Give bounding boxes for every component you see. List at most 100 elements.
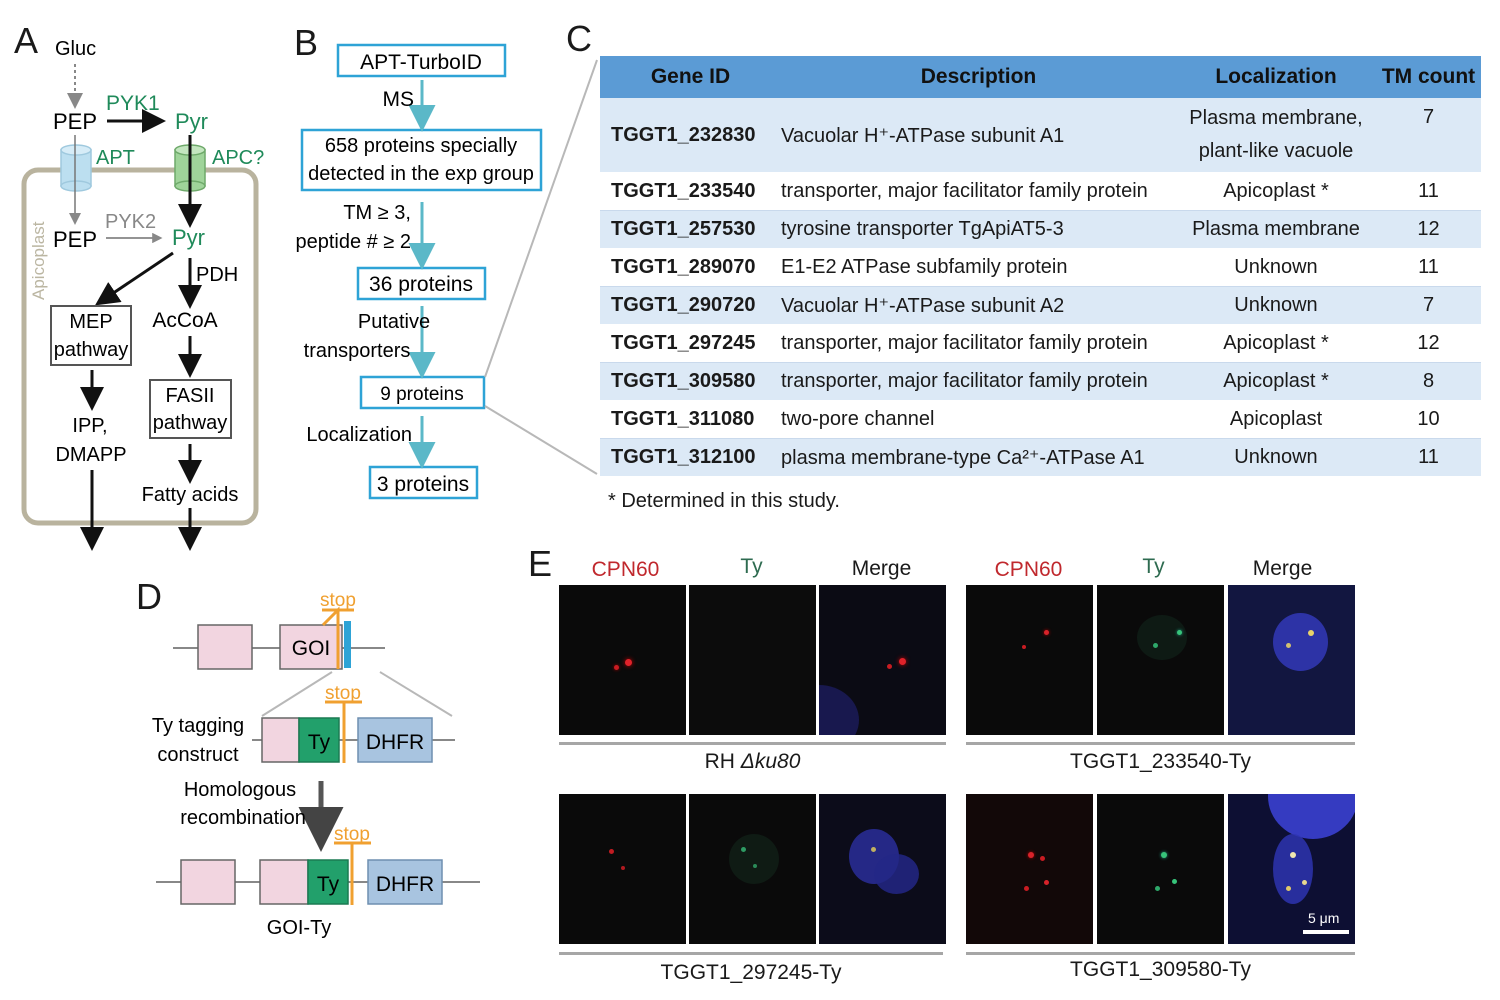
micrograph-309580-merge: 5 μm	[1228, 794, 1355, 944]
dhfr-label-2: DHFR	[376, 873, 434, 896]
scale-bar	[1303, 930, 1349, 934]
fasii-pathway-label: pathway	[153, 412, 228, 434]
panel-a-pathway-diagram: Gluc PEP PYK1 Pyr APT APC? Apicoplast PE…	[21, 38, 264, 551]
stop-codon-mark-1	[321, 606, 340, 627]
dhfr-box-2	[367, 859, 443, 905]
cell-localization: Plasma membrane	[1176, 210, 1376, 249]
panel-label-c: C	[566, 18, 592, 59]
micrograph-233540-merge	[1228, 585, 1355, 735]
micrograph-297245-ty	[689, 794, 816, 944]
header-description: Description	[781, 56, 1176, 98]
cell-gene-id: TGGT1_233540	[600, 172, 781, 211]
ty-label-1: Ty	[308, 731, 331, 754]
pep-cytosol-label: PEP	[53, 109, 97, 134]
channel-header-merge-1: Merge	[851, 557, 912, 580]
caption-line-4	[966, 952, 1355, 955]
table-header-row: Gene ID Description Localization TM coun…	[600, 56, 1481, 98]
apicoplast-membrane	[21, 167, 259, 526]
transporter-table: Gene ID Description Localization TM coun…	[600, 56, 1481, 477]
gluc-label: Gluc	[55, 38, 96, 60]
micrograph-233540-cpn60	[966, 585, 1093, 735]
micrograph-297245-merge	[819, 794, 946, 944]
cell-description: E1-E2 ATPase subfamily protein	[781, 248, 1176, 287]
recombination-label: recombination	[180, 807, 306, 829]
cell-localization: Unknown	[1176, 438, 1376, 477]
cell-tm-count: 8	[1376, 362, 1481, 401]
caption-line-3	[559, 952, 943, 955]
header-tm-count: TM count	[1376, 56, 1481, 98]
channel-header-ty-1: Ty	[740, 555, 763, 578]
caption-297245: TGGT1_297245-Ty	[660, 961, 842, 984]
apc-label: APC?	[212, 147, 264, 169]
dhfr-label-1: DHFR	[366, 731, 424, 754]
cell-description: plasma membrane-type Ca²⁺-ATPase A1	[781, 438, 1176, 477]
micrograph-309580-ty	[1097, 794, 1224, 944]
localization-line-1: Unknown	[1234, 256, 1318, 278]
caption-rh-ku80: RH Δku80	[704, 750, 801, 773]
localization-label: Localization	[306, 424, 412, 446]
cell-gene-id: TGGT1_309580	[600, 362, 781, 401]
localization-line-1: Apicoplast	[1229, 408, 1323, 430]
channel-header-cpn60-1: CPN60	[591, 558, 660, 581]
apt-label: APT	[96, 147, 135, 169]
658-proteins-label-2: detected in the exp group	[308, 163, 534, 185]
pyk2-label: PYK2	[105, 211, 156, 233]
cell-localization: Apicoplast	[1176, 400, 1376, 439]
cell-tm-count: 12	[1376, 324, 1481, 363]
panel-label-e: E	[528, 543, 553, 584]
apt-transporter-icon	[60, 144, 92, 192]
ty-tagging-label: Ty tagging	[152, 715, 244, 737]
micrograph-rh-cpn60	[559, 585, 686, 735]
cell-description: Vacuolar H⁺-ATPase subunit A1	[781, 98, 1176, 173]
cell-tm-count: 7	[1376, 286, 1481, 325]
cell-localization: Unknown	[1176, 248, 1376, 287]
cell-localization: Unknown	[1176, 286, 1376, 325]
channel-header-merge-2: Merge	[1252, 557, 1313, 580]
panel-label-b: B	[294, 22, 319, 63]
cell-gene-id: TGGT1_232830	[600, 98, 781, 173]
cell-tm-count: 11	[1376, 438, 1481, 477]
panel-label-d: D	[136, 576, 162, 617]
cell-description: tyrosine transporter TgApiAT5-3	[781, 210, 1176, 249]
exon-box-2	[180, 859, 236, 905]
caption-309580: TGGT1_309580-Ty	[1070, 958, 1251, 981]
putative-label: Putative	[358, 311, 430, 333]
apicoplast-label: Apicoplast	[29, 221, 48, 300]
3-proteins-label: 3 proteins	[377, 473, 469, 496]
caption-line-2	[966, 742, 1355, 745]
localization-line-1: Plasma membrane	[1192, 218, 1360, 240]
peptide-criterion-label: peptide # ≥ 2	[295, 231, 411, 253]
localization-line-1: Unknown	[1234, 294, 1318, 316]
dmapp-label: DMAPP	[55, 444, 126, 466]
accoa-label: AcCoA	[152, 309, 217, 332]
cell-tm-count: 12	[1376, 210, 1481, 249]
cell-tm-count: 11	[1376, 248, 1481, 287]
cell-description: Vacuolar H⁺-ATPase subunit A2	[781, 286, 1176, 325]
658-proteins-label-1: 658 proteins specially	[325, 135, 517, 157]
cell-tm-count: 11	[1376, 172, 1481, 211]
construct-label: construct	[157, 744, 239, 766]
cell-localization: Apicoplast *	[1176, 362, 1376, 401]
transporters-label: transporters	[304, 340, 411, 362]
channel-header-cpn60-2: CPN60	[994, 558, 1063, 581]
stop-label-1: stop	[320, 590, 356, 611]
micrograph-297245-cpn60	[559, 794, 686, 944]
cell-gene-id: TGGT1_289070	[600, 248, 781, 287]
cell-gene-id: TGGT1_290720	[600, 286, 781, 325]
pyk1-label: PYK1	[106, 92, 160, 115]
cell-gene-id: TGGT1_311080	[600, 400, 781, 439]
pyr-to-mep-arrow	[95, 251, 174, 306]
header-localization: Localization	[1176, 56, 1376, 98]
panel-label-a: A	[14, 20, 39, 61]
micrograph-233540-ty	[1097, 585, 1224, 735]
localization-line-1: Apicoplast *	[1223, 370, 1329, 392]
cell-tm-count: 10	[1376, 400, 1481, 439]
cell-localization: Apicoplast *	[1176, 172, 1376, 211]
